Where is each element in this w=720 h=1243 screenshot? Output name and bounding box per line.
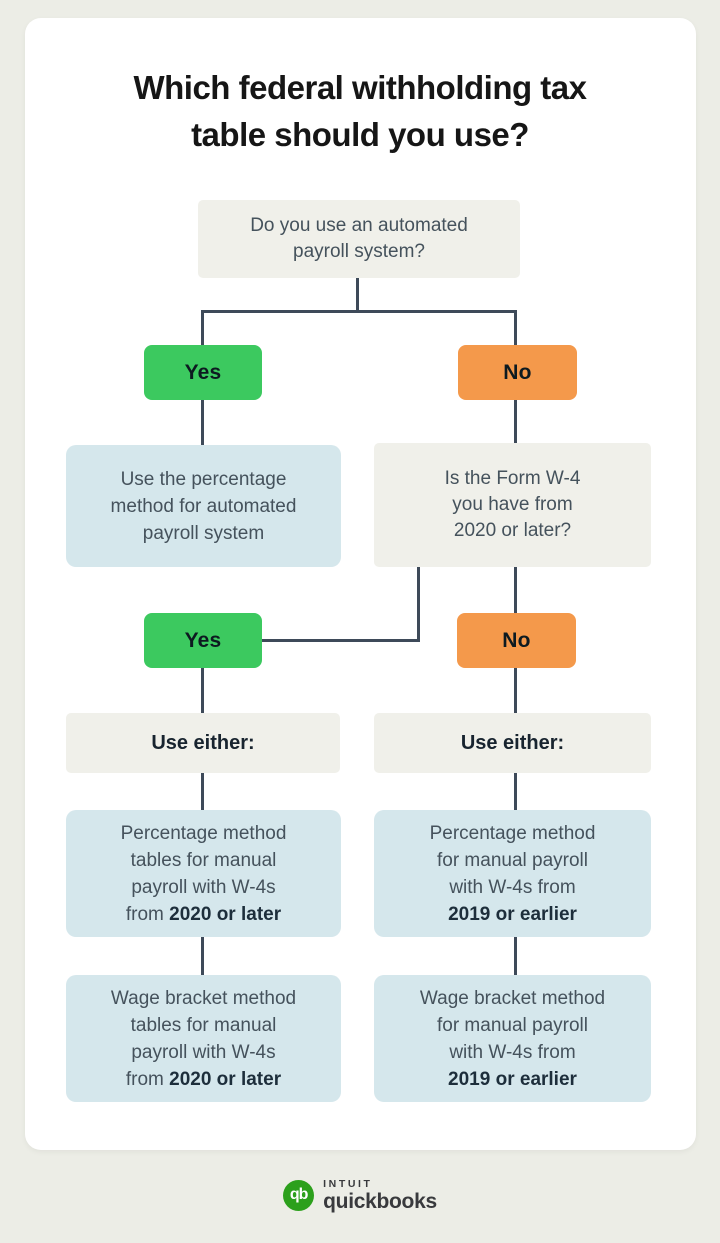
connector-line — [514, 310, 517, 345]
quickbooks-wordmark: quickbooks — [323, 1190, 437, 1213]
option-percentage-2019-box: Percentage method for manual payroll wit… — [374, 810, 651, 937]
connector-line — [514, 400, 517, 443]
page-title: Which federal withholding tax table shou… — [133, 69, 587, 153]
connector-line — [417, 567, 420, 642]
yes-label: Yes — [184, 360, 222, 384]
intuit-wordmark: INTUIT — [323, 1178, 373, 1190]
question-w4-year-box: Is the Form W-4 you have from 2020 or la… — [374, 443, 651, 567]
question-text: Is the Form W-4 you have from 2020 or la… — [444, 468, 581, 541]
yes-button-row1: Yes — [144, 345, 262, 400]
question-text: Do you use an automated payroll system? — [250, 215, 468, 262]
connector-line — [356, 278, 359, 312]
connector-line — [514, 567, 517, 613]
connector-line — [514, 668, 517, 713]
no-label: No — [502, 628, 531, 652]
option-text-bold: 2020 or later — [169, 903, 282, 925]
option-wage-bracket-2019-box: Wage bracket method for manual payroll w… — [374, 975, 651, 1102]
yes-button-row2: Yes — [144, 613, 262, 668]
option-text: Wage bracket method for manual payroll w… — [419, 987, 606, 1063]
no-button-row2: No — [457, 613, 576, 668]
quickbooks-logo-icon: qb — [283, 1179, 315, 1211]
connector-line — [514, 937, 517, 975]
connector-line — [201, 773, 204, 810]
connector-line — [201, 310, 204, 345]
option-percentage-2020-box: Percentage method tables for manual payr… — [66, 810, 341, 937]
yes-label: Yes — [184, 628, 222, 652]
option-text: Percentage method for manual payroll wit… — [429, 822, 596, 898]
result-text: Use the percentage method for automated … — [110, 468, 297, 544]
option-text: Percentage method tables for manual payr… — [120, 822, 287, 925]
connector-line — [514, 773, 517, 810]
connector-line — [201, 668, 204, 713]
no-button-row1: No — [458, 345, 577, 400]
option-text-bold: 2019 or earlier — [448, 903, 577, 925]
no-label: No — [503, 360, 532, 384]
use-either-label: Use either: — [460, 732, 565, 754]
option-text-bold: 2020 or later — [169, 1068, 282, 1090]
use-either-label: Use either: — [151, 732, 255, 754]
connector-line — [201, 400, 204, 445]
question-automated-payroll-box: Do you use an automated payroll system? — [198, 200, 520, 278]
connector-line — [201, 937, 204, 975]
result-percentage-automated-box: Use the percentage method for automated … — [66, 445, 341, 567]
connector-line — [201, 310, 517, 313]
use-either-left-box: Use either: — [66, 713, 340, 773]
connector-line — [262, 639, 419, 642]
option-text: Wage bracket method tables for manual pa… — [110, 987, 297, 1090]
brand-footer: qb INTUIT quickbooks — [0, 1172, 720, 1218]
option-wage-bracket-2020-box: Wage bracket method tables for manual pa… — [66, 975, 341, 1102]
qb-glyph: qb — [289, 1186, 309, 1203]
use-either-right-box: Use either: — [374, 713, 651, 773]
option-text-bold: 2019 or earlier — [448, 1068, 577, 1090]
